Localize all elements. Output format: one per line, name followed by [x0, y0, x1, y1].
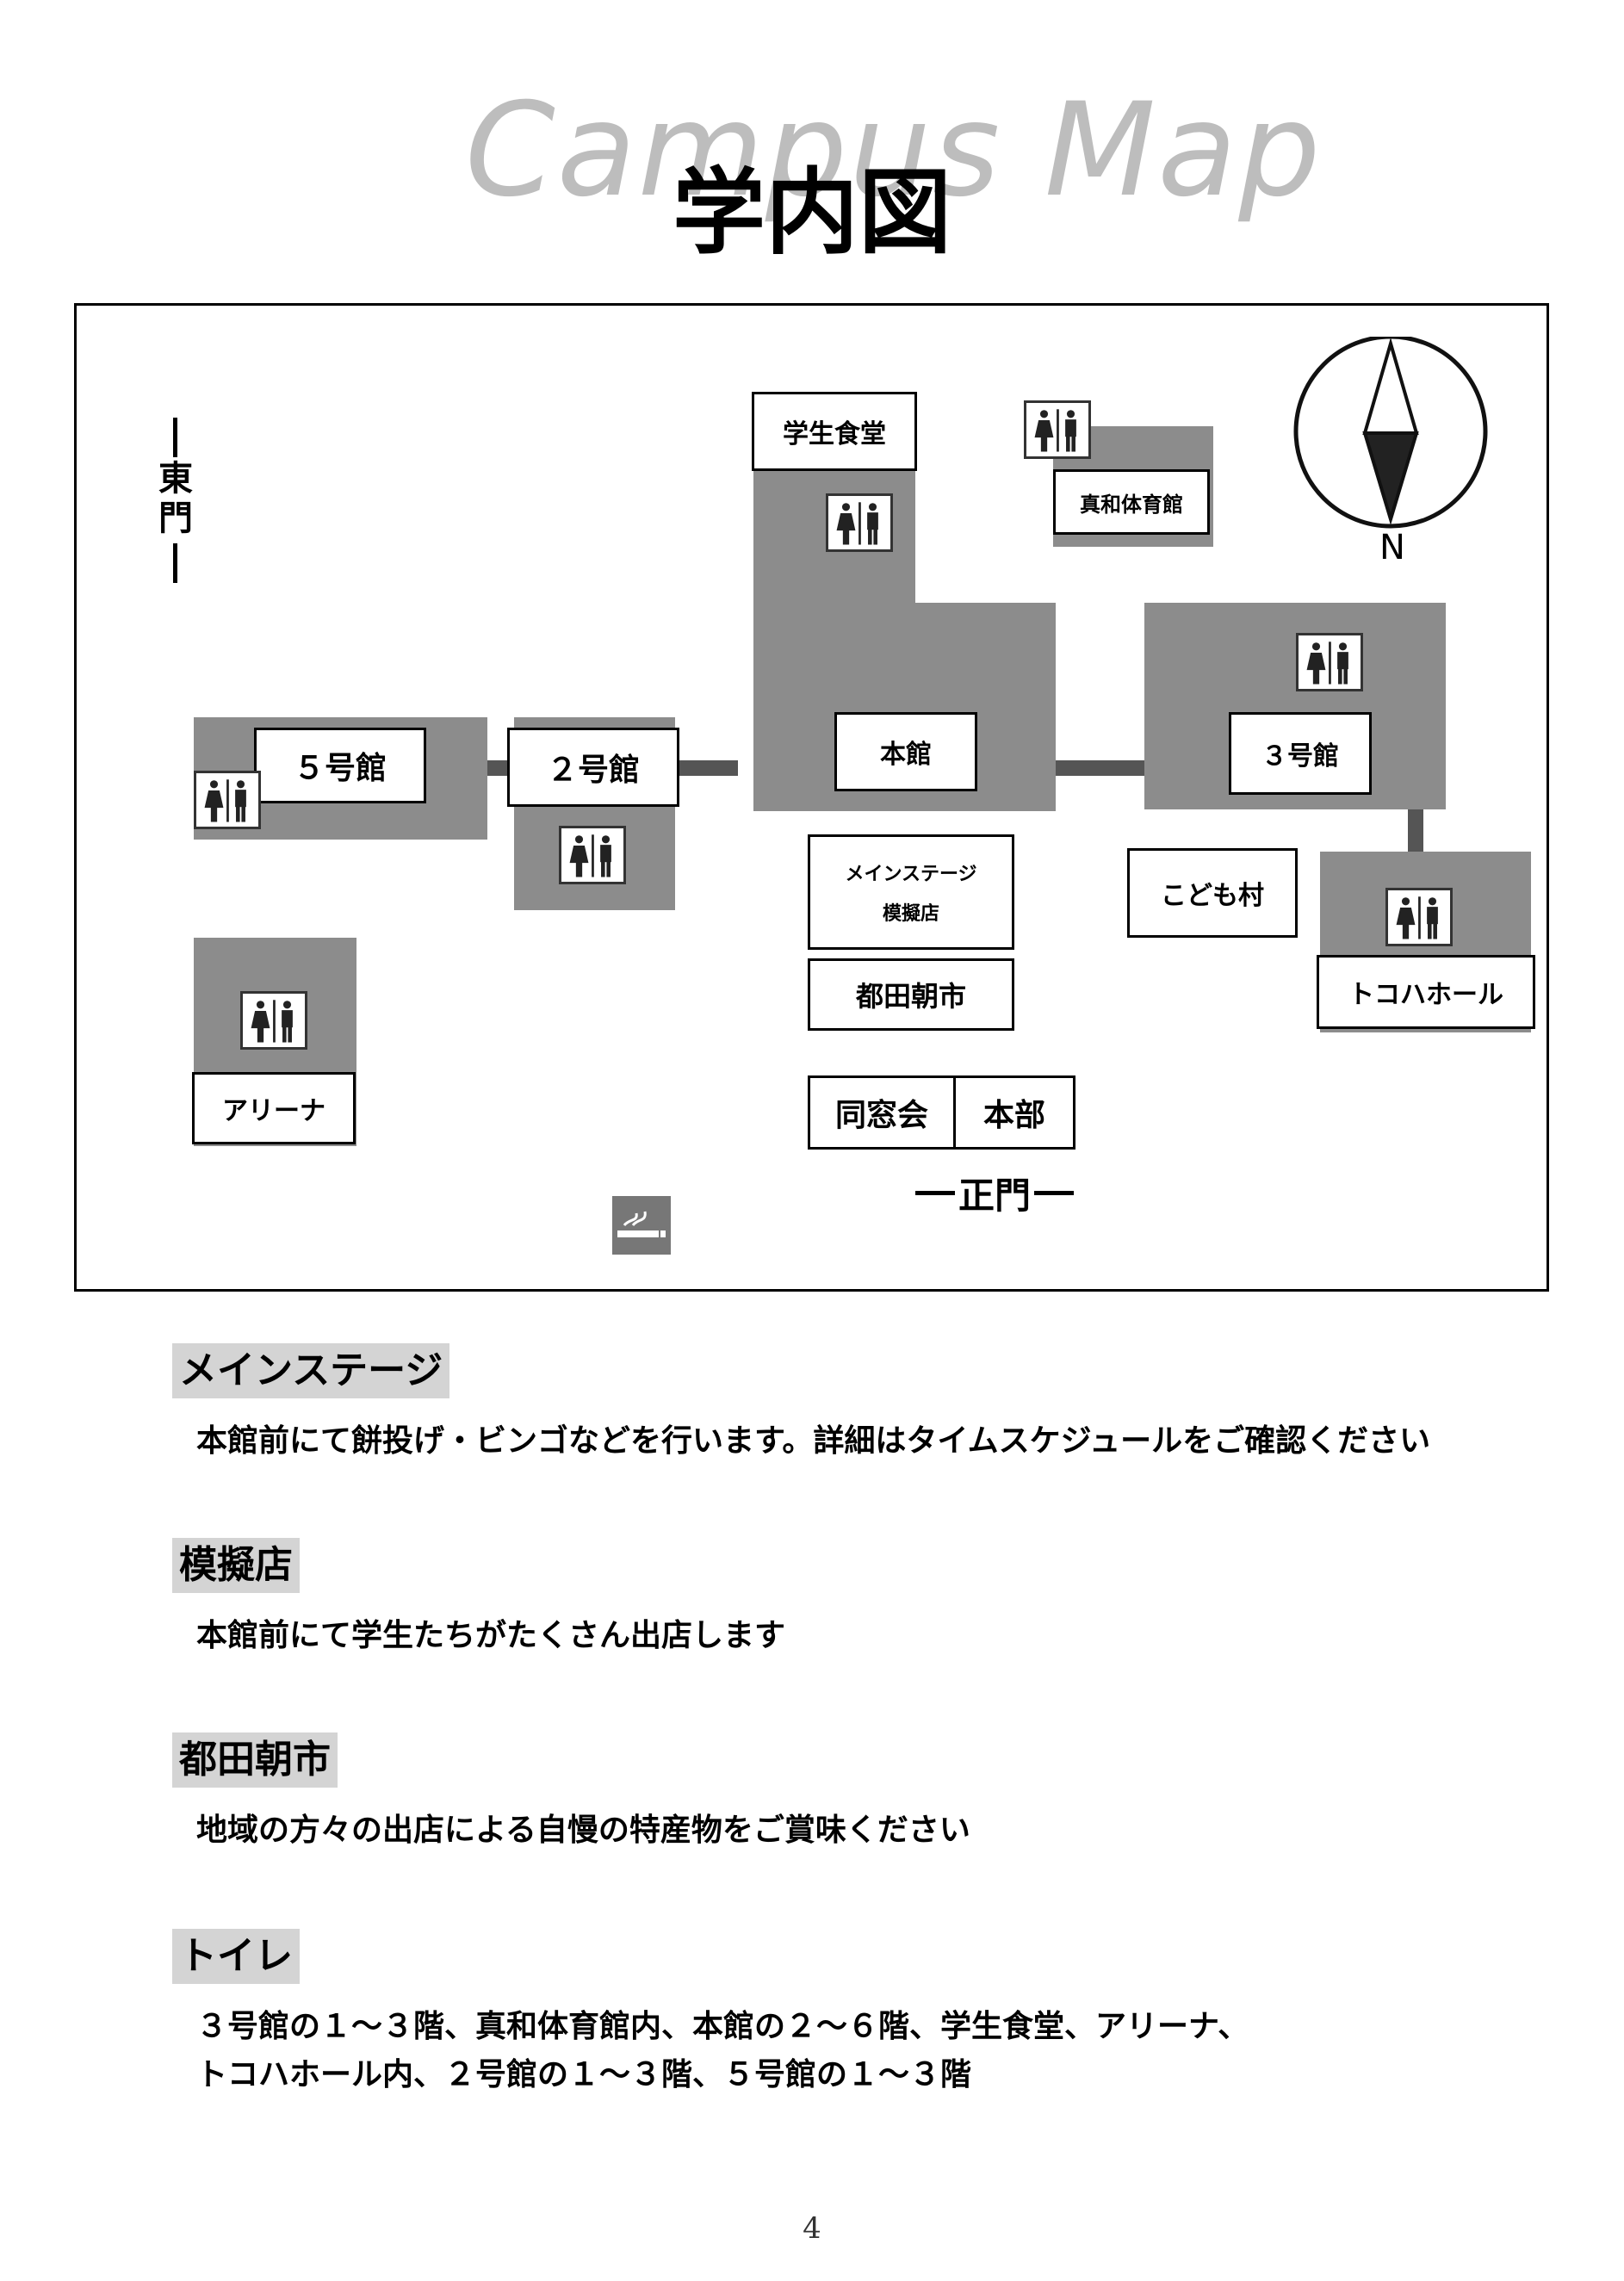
building-5[interactable]: ５号館 — [254, 728, 426, 803]
building-3[interactable]: ３号館 — [1229, 712, 1372, 795]
compass-icon: N — [1291, 334, 1494, 571]
section-body-asaichi: 地域の方々の出店による自慢の特産物をご賞味ください — [196, 1813, 970, 1848]
east-gate: 東門 — [158, 418, 193, 590]
smoking-area-icon — [612, 1196, 671, 1255]
section-title-main-stage: メインステージ — [172, 1343, 450, 1398]
building-2[interactable]: ２号館 — [507, 728, 679, 807]
section-title-stalls: 模擬店 — [172, 1538, 300, 1593]
campus-map: 東門 学生食堂 真和体育館 ５号館 ２号館 本館 ３号館 メインステージ 模擬店… — [74, 303, 1549, 1292]
page-title: 学内図 — [672, 159, 951, 267]
arena[interactable]: アリーナ — [192, 1072, 356, 1144]
asaichi[interactable]: 都田朝市 — [808, 958, 1014, 1031]
east-gate-label: 東門 — [158, 459, 193, 538]
section-body-main-stage: 本館前にて餅投げ・ビンゴなどを行います。詳細はタイムスケジュールをご確認ください — [196, 1423, 1431, 1459]
main-building[interactable]: 本館 — [834, 712, 977, 791]
restroom-icon — [1024, 400, 1091, 459]
main-gate: 正門 — [915, 1167, 1075, 1219]
kodomo-village[interactable]: こども村 — [1127, 848, 1298, 938]
stalls-label: 模擬店 — [882, 903, 939, 925]
student-cafeteria[interactable]: 学生食堂 — [752, 392, 917, 471]
tokoha-hall[interactable]: トコハホール — [1317, 955, 1535, 1029]
headquarters[interactable]: 本部 — [953, 1075, 1075, 1150]
main-stage-area[interactable]: メインステージ 模擬店 — [808, 834, 1014, 950]
page-number: 4 — [803, 2211, 821, 2246]
section-body-toilets-line2: トコハホール内、２号館の１～３階、５号館の１～３階 — [196, 2057, 972, 2092]
restroom-icon — [559, 826, 626, 884]
section-body-stalls: 本館前にて学生たちがたくさん出店します — [196, 1618, 786, 1653]
restroom-icon — [1385, 888, 1453, 946]
main-stage-label: メインステージ — [845, 864, 977, 885]
title-background-text: Campus Map — [465, 76, 1323, 226]
restroom-icon — [240, 991, 307, 1050]
restroom-icon — [194, 771, 261, 829]
main-gate-label: 正門 — [958, 1175, 1032, 1217]
compass-north-label: N — [1379, 528, 1405, 567]
section-title-toilets: トイレ — [172, 1929, 300, 1984]
section-title-asaichi: 都田朝市 — [172, 1732, 338, 1788]
restroom-icon — [1296, 633, 1363, 691]
gym[interactable]: 真和体育館 — [1053, 469, 1210, 535]
section-body-toilets-line1: ３号館の１～３階、真和体育館内、本館の２～６階、学生食堂、アリーナ、 — [196, 2009, 1249, 2044]
restroom-icon — [826, 493, 893, 552]
alumni-association[interactable]: 同窓会 — [808, 1075, 956, 1150]
